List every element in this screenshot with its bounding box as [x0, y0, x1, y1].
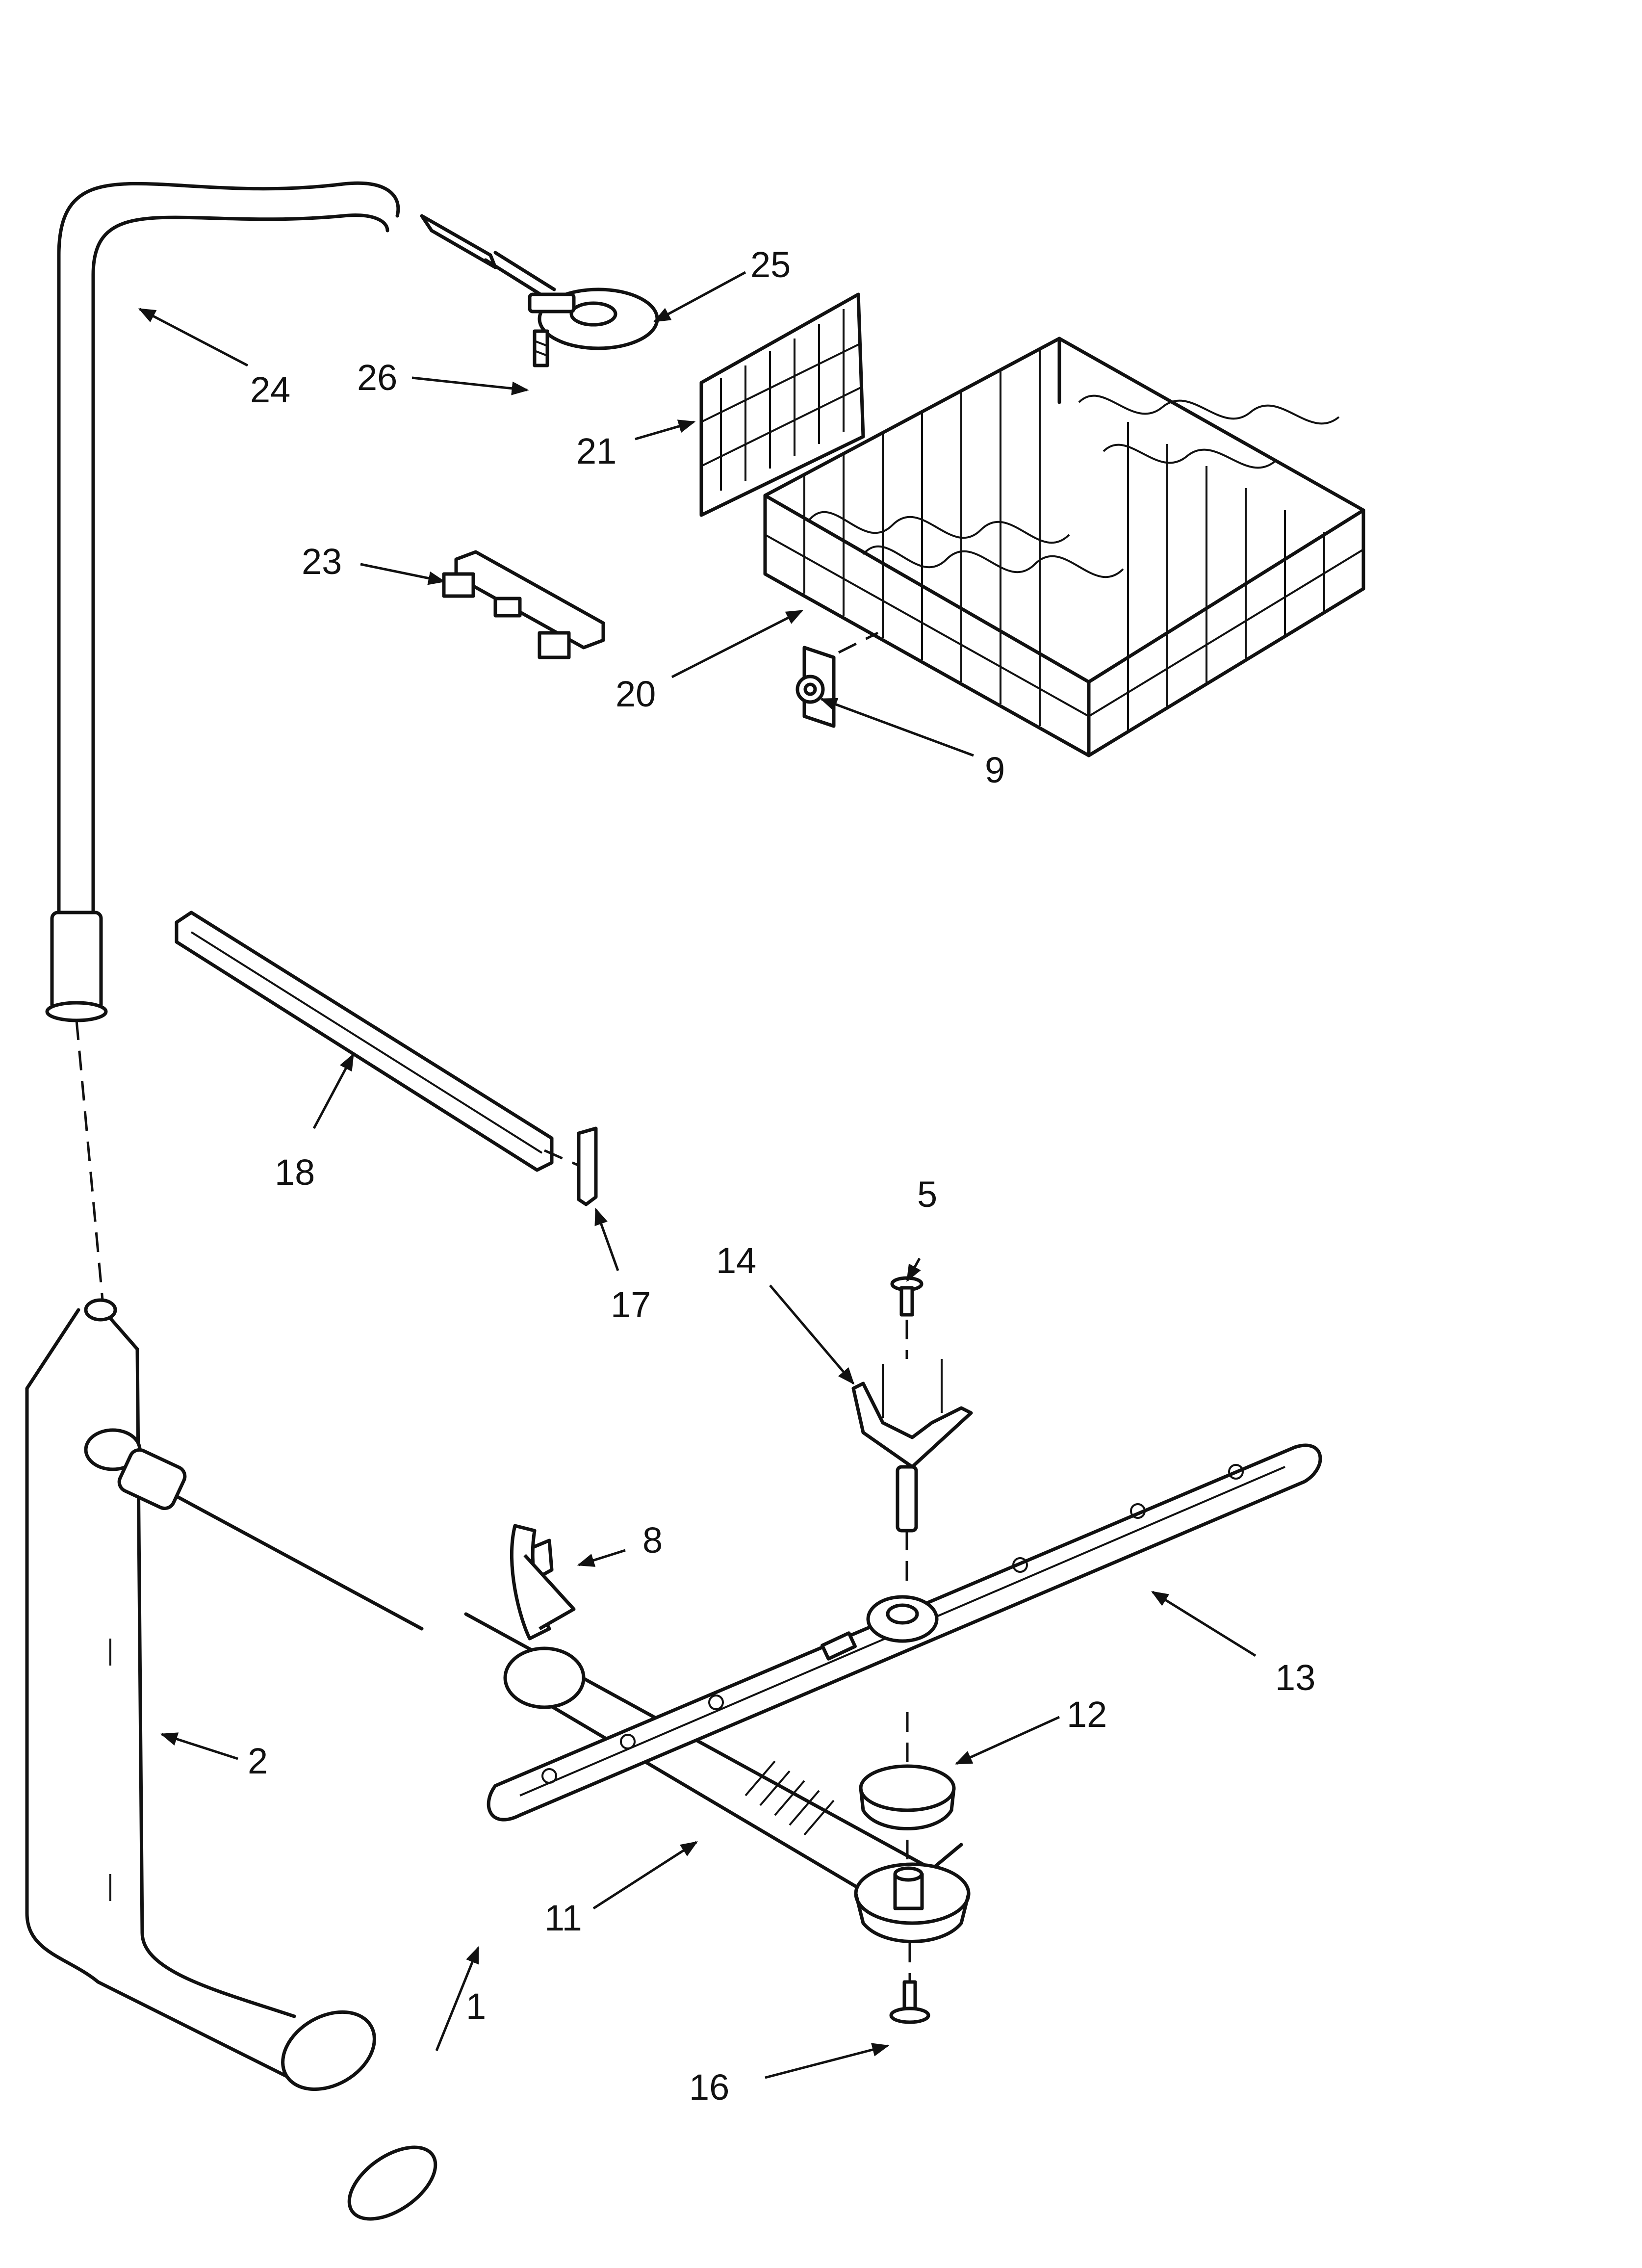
callout-13: 13: [1275, 1657, 1315, 1698]
callout-25: 25: [750, 244, 791, 285]
upper-dish-rack: [763, 337, 1365, 757]
nozzle-screw: [533, 329, 549, 367]
callout-12: 12: [1067, 1694, 1107, 1735]
o-ring-seal: [347, 2145, 437, 2221]
callout-14: 14: [716, 1240, 756, 1281]
callout-16: 16: [689, 2067, 729, 2108]
callout-20: 20: [616, 674, 656, 714]
support-screw: [890, 1276, 924, 1359]
callout-8: 8: [642, 1520, 663, 1561]
callout-17: 17: [611, 1284, 651, 1325]
spray-arm-support: [851, 1359, 973, 1590]
lower-supply-tube: [25, 1298, 376, 2091]
rack-rail: [175, 911, 585, 1172]
callout-23: 23: [302, 541, 342, 582]
spray-nozzle: [528, 287, 659, 350]
lower-spray-arm: [487, 1443, 1322, 1822]
callout-2: 2: [248, 1741, 268, 1781]
manifold-base: [854, 1862, 971, 1943]
callout-5: 5: [917, 1174, 937, 1215]
callout-labels: 1 2 5 8 9 11 12 13 14 16 17 18 20 21 23 …: [248, 244, 1315, 2108]
callout-21: 21: [576, 431, 616, 471]
callout-1: 1: [466, 1986, 486, 2027]
rack-stop: [442, 550, 605, 659]
callout-26: 26: [357, 357, 397, 398]
rack-adjuster: [795, 631, 879, 728]
leader-lines: [138, 271, 1257, 2079]
callout-18: 18: [275, 1152, 315, 1193]
spray-arm-bearing: [859, 1712, 956, 1869]
tube-clip: [503, 1524, 586, 1709]
callout-24: 24: [250, 369, 290, 410]
callout-9: 9: [985, 750, 1005, 790]
manifold-screw: [889, 1943, 930, 2024]
tube-connection-line: [75, 1020, 104, 1305]
upper-supply-tube: [45, 181, 556, 1022]
cup-shelf: [699, 292, 865, 517]
callout-11: 11: [544, 1898, 582, 1938]
rail-end-cap: [577, 1126, 598, 1206]
